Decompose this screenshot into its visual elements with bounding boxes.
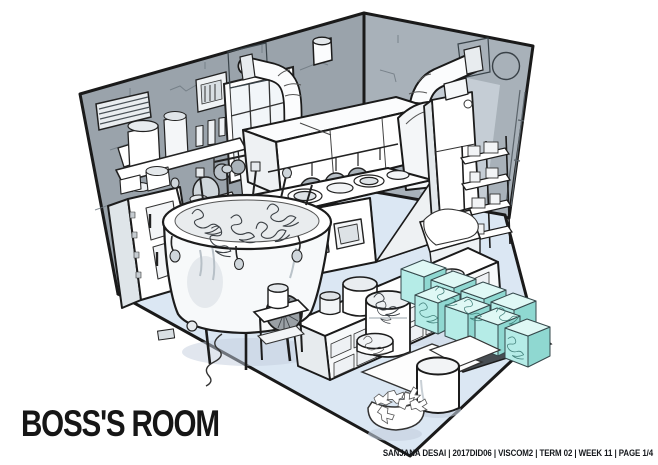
rim-ladles: [169, 235, 303, 270]
credit-line: SANJANA DESAI | 2017DID06 | VISCOM2 | TE…: [382, 448, 653, 458]
exhaust-duct-left: [237, 53, 303, 135]
cauldron-shadow: [182, 338, 318, 366]
cloth: [423, 208, 479, 246]
page-title: BOSS'S ROOM: [21, 403, 220, 444]
stove-pots: [254, 170, 410, 210]
protruding-utensils: [170, 161, 313, 207]
power-cord: [157, 320, 223, 387]
waste-basket: [367, 385, 430, 441]
air-vent-grille: [95, 91, 152, 131]
small-cart: [252, 283, 310, 361]
wall-circle: [491, 51, 521, 81]
floor-box: [157, 328, 176, 341]
gauge: [186, 320, 198, 332]
fuse-box: [195, 71, 229, 113]
low-dish: [356, 332, 394, 356]
fridge-hinges: [129, 211, 142, 279]
chimney-stub: [312, 36, 333, 66]
